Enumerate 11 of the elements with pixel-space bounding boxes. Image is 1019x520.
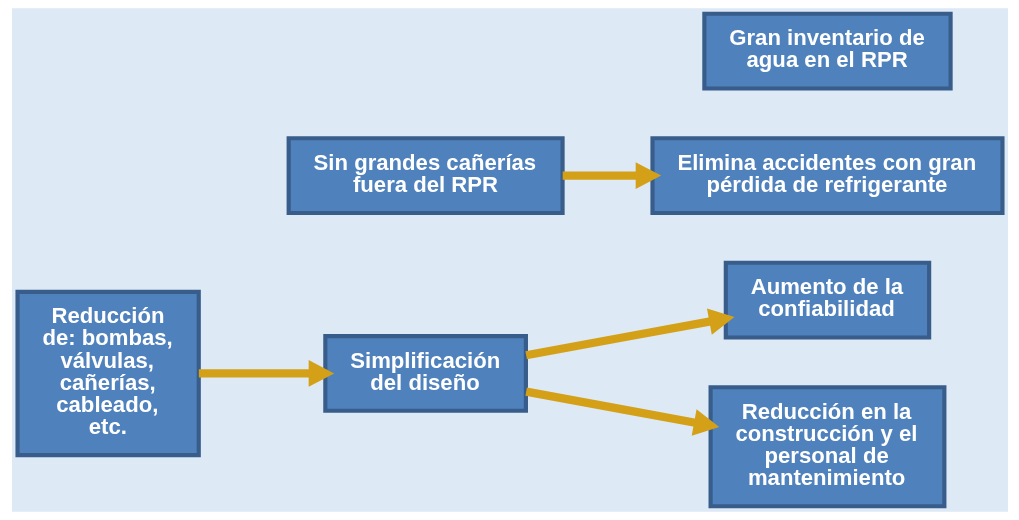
node-box: Sin grandes cañerías fuera del RPR <box>286 136 565 216</box>
node-box: Simplificación del diseño <box>322 334 528 413</box>
arrow <box>562 162 661 189</box>
node-box: Reducción en la construcción y el personal de mantenimiento <box>708 385 946 509</box>
node-box: Aumento de la confiabilidad <box>723 260 931 340</box>
node-box: Gran inventario de agua en el RPR <box>701 11 953 91</box>
node-box: Elimina accidentes con gran pérdida de refrigerante <box>649 136 1005 216</box>
arrow <box>198 360 334 387</box>
arrow <box>524 308 734 360</box>
arrow <box>524 387 719 436</box>
node-box: Reducción de: bombas, válvulas, cañerías, cableado, etc. <box>14 289 201 458</box>
